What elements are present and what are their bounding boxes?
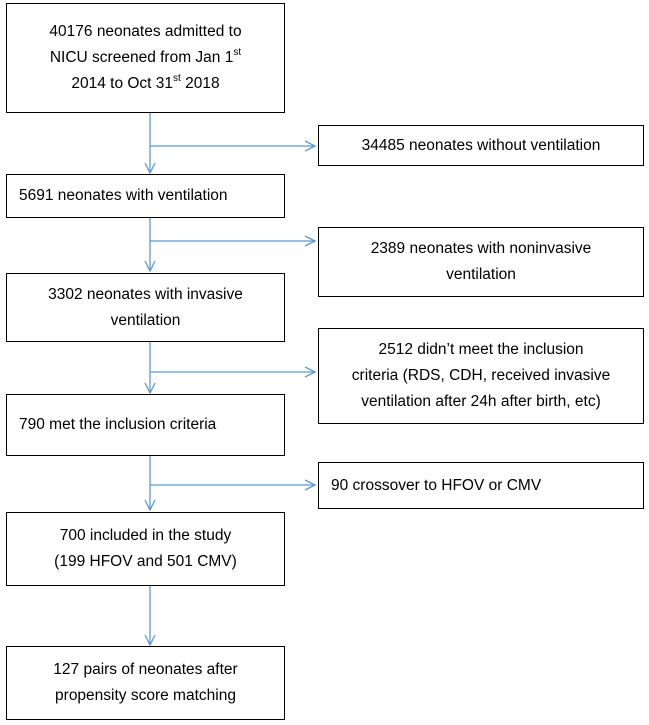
invasive-line-1: 3302 neonates with invasive: [48, 285, 243, 303]
crossover-text: 90 crossover to HFOV or CMV: [331, 476, 542, 494]
screened-line-1: 40176 neonates admitted to: [49, 23, 242, 40]
screened-box: 40176 neonates admitted to NICU screened…: [6, 3, 285, 113]
excluded-box: 2512 didn’t meet the inclusion criteria …: [318, 328, 644, 424]
matched-line-2: propensity score matching: [55, 687, 236, 704]
excluded-line-3: ventilation after 24h after birth, etc): [361, 393, 601, 410]
included-line-1: 700 included in the study: [59, 527, 232, 544]
met-criteria-box: 790 met the inclusion criteria: [6, 394, 285, 456]
met-criteria-text: 790 met the inclusion criteria: [19, 416, 217, 433]
crossover-box: 90 crossover to HFOV or CMV: [318, 462, 644, 509]
noninvasive-line-2: ventilation: [446, 266, 516, 283]
without-ventilation-box: 34485 neonates without ventilation: [318, 125, 644, 166]
excluded-line-2: criteria (RDS, CDH, received invasive: [351, 367, 611, 384]
invasive-box: 3302 neonates with invasive ventilation: [6, 273, 285, 342]
with-ventilation-box: 5691 neonates with ventilation: [6, 174, 285, 218]
with-ventilation-text: 5691 neonates with ventilation: [19, 187, 228, 204]
screened-line-2: NICU screened from Jan 1st: [49, 46, 242, 66]
invasive-line-2: ventilation: [110, 311, 181, 329]
noninvasive-box: 2389 neonates with noninvasive ventilati…: [318, 227, 644, 297]
excluded-line-1: 2512 didn’t meet the inclusion: [378, 341, 584, 358]
without-ventilation-text: 34485 neonates without ventilation: [361, 136, 601, 154]
matched-box: 127 pairs of neonates after propensity s…: [6, 646, 285, 720]
included-box: 700 included in the study (199 HFOV and …: [6, 512, 285, 586]
included-line-2: (199 HFOV and 501 CMV): [54, 553, 237, 570]
screened-line-3: 2014 to Oct 31st 2018: [71, 72, 220, 92]
noninvasive-line-1: 2389 neonates with noninvasive: [370, 240, 592, 257]
matched-line-1: 127 pairs of neonates after: [53, 661, 238, 678]
